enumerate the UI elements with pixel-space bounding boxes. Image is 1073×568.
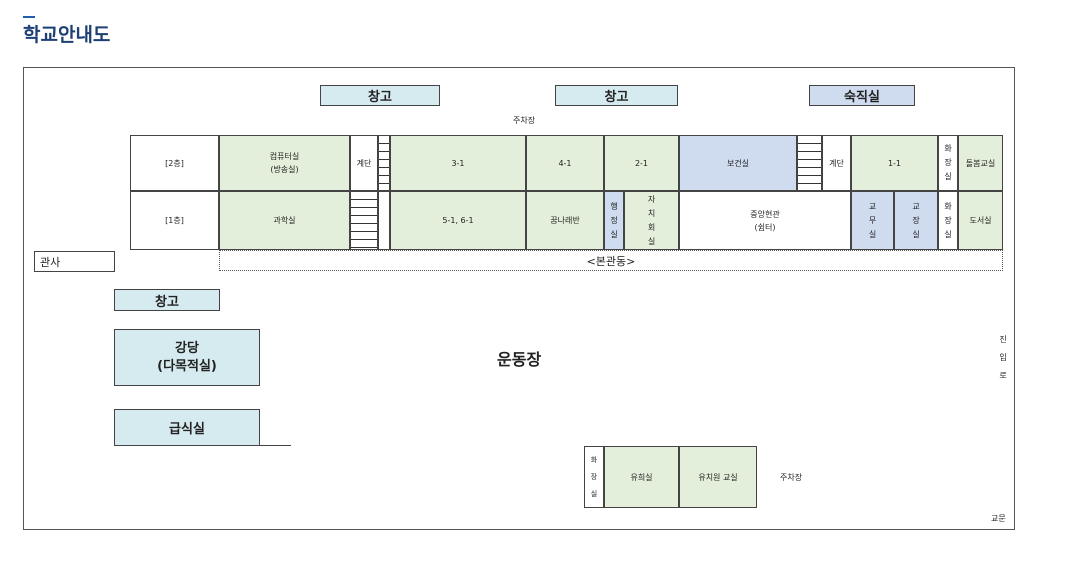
entrance-road-label: 진입로 (999, 335, 1007, 380)
room-3-1[interactable]: 3-1 (390, 135, 526, 191)
room-principal-label: 교장실 (912, 201, 920, 239)
stairs-left-1f (350, 191, 378, 250)
title-accent-bar (23, 16, 35, 18)
stairs-gap-1f (378, 191, 390, 250)
restroom-1f-label: 화장실 (944, 201, 952, 239)
storage-building-c[interactable]: 창고 (114, 289, 220, 311)
auditorium-sub-label: (다목적실) (157, 358, 217, 374)
parking-lot-top: 주차장 (513, 116, 536, 125)
room-1-1[interactable]: 1-1 (851, 135, 938, 191)
room-computer[interactable]: 컴퓨터실 (방송실) (219, 135, 350, 191)
room-computer-label: 컴퓨터실 (269, 152, 300, 161)
room-teachers-label: 교무실 (868, 201, 877, 239)
room-library[interactable]: 도서실 (958, 191, 1003, 250)
room-care[interactable]: 돌봄교실 (958, 135, 1003, 191)
stairs-left-label: 계단 (350, 135, 378, 191)
storage-building-a[interactable]: 창고 (320, 85, 440, 106)
restroom-2f[interactable]: 화장실 (938, 135, 958, 191)
residence[interactable]: 관사 (34, 251, 115, 272)
central-entrance-label: 중앙현관 (750, 209, 780, 219)
page-title: 학교안내도 (23, 24, 111, 46)
central-entrance[interactable]: 중앙현관 (쉼터) (679, 191, 851, 250)
room-principal[interactable]: 교장실 (894, 191, 938, 250)
parking-lot-bottom: 주차장 (780, 473, 803, 482)
cafeteria-path-line (259, 445, 291, 446)
main-building-label: <본관동> (219, 250, 1003, 271)
room-student-council[interactable]: 자치회실 (624, 191, 679, 250)
restroom-2f-label: 화장실 (944, 144, 952, 181)
night-duty-room[interactable]: 숙직실 (809, 85, 915, 106)
stairs-left-2f (378, 135, 390, 191)
room-broadcast-label: (방송실) (270, 165, 299, 174)
kindergarten-classroom[interactable]: 유치원 교실 (679, 446, 757, 508)
storage-building-b[interactable]: 창고 (555, 85, 678, 106)
room-admin[interactable]: 행정실 (604, 191, 624, 250)
room-health[interactable]: 보건실 (679, 135, 797, 191)
room-dream-class[interactable]: 꿈나래반 (526, 191, 604, 250)
auditorium-label: 강당 (175, 340, 199, 356)
room-student-council-label: 자치회실 (647, 194, 656, 246)
room-science[interactable]: 과학실 (219, 191, 350, 250)
room-teachers[interactable]: 교무실 (851, 191, 894, 250)
restroom-kindergarten[interactable]: 화장실 (584, 446, 604, 508)
room-5-1-6-1[interactable]: 5-1, 6-1 (390, 191, 526, 250)
school-gate: 교문 (991, 514, 1006, 523)
auditorium[interactable]: 강당 (다목적실) (114, 329, 260, 386)
room-4-1[interactable]: 4-1 (526, 135, 604, 191)
stairs-right-label: 계단 (822, 135, 851, 191)
room-2-1[interactable]: 2-1 (604, 135, 679, 191)
floor-1-label: [1층] (130, 191, 219, 250)
rest-area-label: (쉼터) (754, 222, 776, 232)
playground[interactable]: 운동장 (497, 350, 542, 369)
campus-map-frame (23, 67, 1015, 530)
cafeteria[interactable]: 급식실 (114, 409, 260, 446)
floor-2-label: [2층] (130, 135, 219, 191)
room-admin-label: 행정실 (610, 201, 618, 239)
restroom-kindergarten-label: 화장실 (590, 455, 598, 498)
entrance-road: 진입로 (996, 331, 1010, 387)
stairs-right-2f (797, 135, 822, 191)
playroom[interactable]: 유희실 (604, 446, 679, 508)
restroom-1f[interactable]: 화장실 (938, 191, 958, 250)
